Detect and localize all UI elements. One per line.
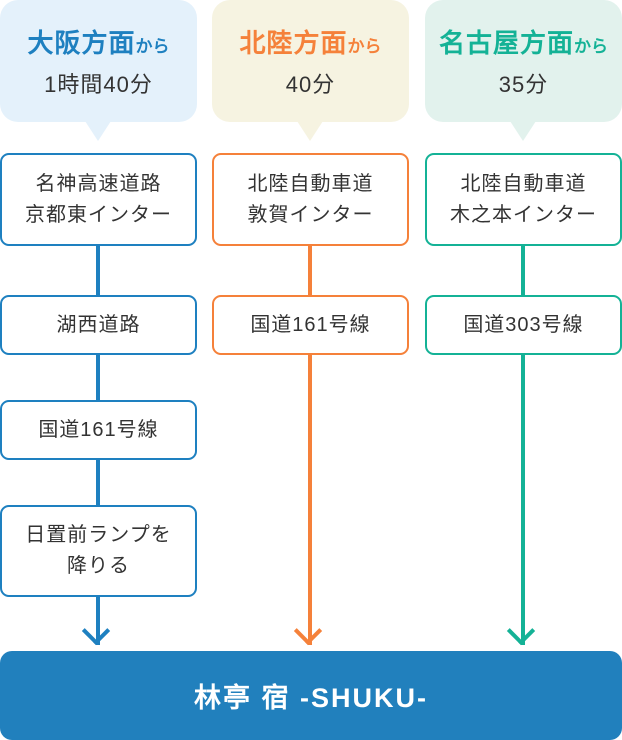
route-step: 北陸自動車道 敦賀インター bbox=[212, 153, 409, 246]
arrow-down-icon-nagoya bbox=[506, 616, 536, 646]
destination-bar: 林亭 宿 -SHUKU- bbox=[0, 651, 622, 740]
route-step: 国道161号線 bbox=[212, 295, 409, 355]
connector-line-hokuriku bbox=[308, 155, 312, 645]
direction-title-hokuriku: 北陸方面 から bbox=[239, 23, 381, 60]
route-step: 名神高速道路 京都東インター bbox=[0, 153, 197, 246]
duration-label: 1時間40分 bbox=[44, 72, 153, 97]
region-label: 北陸方面 bbox=[239, 28, 348, 58]
arrow-down-icon-osaka bbox=[81, 616, 111, 646]
bubble-tail-icon-osaka bbox=[85, 121, 111, 141]
from-suffix-label: から bbox=[347, 37, 382, 56]
direction-bubble-nagoya: 名古屋方面 から 35分 bbox=[425, 0, 622, 122]
from-suffix-label: から bbox=[574, 37, 608, 56]
region-label: 名古屋方面 bbox=[438, 28, 574, 58]
direction-title-osaka: 大阪方面 から bbox=[27, 23, 169, 60]
route-step: 湖西道路 bbox=[0, 295, 197, 355]
bubble-tail-icon-nagoya bbox=[510, 121, 536, 141]
from-suffix-label: から bbox=[135, 37, 170, 56]
destination-label: 林亭 宿 -SHUKU- bbox=[194, 683, 428, 713]
connector-line-nagoya bbox=[521, 155, 525, 645]
direction-bubble-hokuriku: 北陸方面 から 40分 bbox=[212, 0, 409, 122]
route-step: 国道303号線 bbox=[425, 295, 622, 355]
duration-label: 40分 bbox=[285, 72, 336, 97]
arrow-down-icon-hokuriku bbox=[293, 616, 323, 646]
route-step: 国道161号線 bbox=[0, 400, 197, 460]
direction-bubble-osaka: 大阪方面 から 1時間40分 bbox=[0, 0, 197, 122]
route-step: 北陸自動車道 木之本インター bbox=[425, 153, 622, 246]
bubble-tail-icon-hokuriku bbox=[297, 121, 323, 141]
direction-title-nagoya: 名古屋方面 から bbox=[439, 23, 608, 60]
region-label: 大阪方面 bbox=[27, 28, 136, 58]
route-step: 日置前ランプを 降りる bbox=[0, 505, 197, 597]
duration-label: 35分 bbox=[498, 72, 549, 97]
